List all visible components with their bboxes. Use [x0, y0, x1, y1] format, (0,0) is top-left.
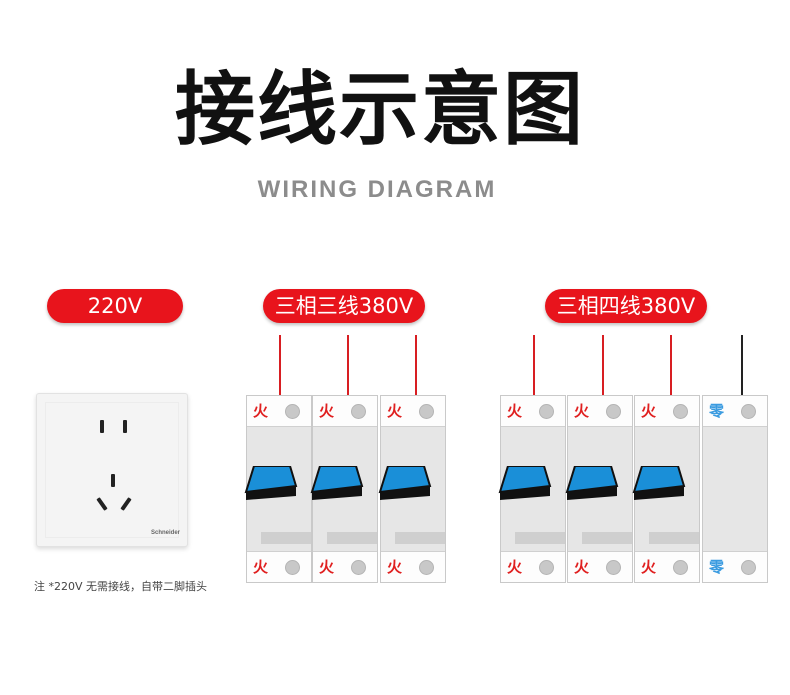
breaker-toggle[interactable] — [498, 466, 552, 500]
label-three-phase-three-wire: 三相三线380V — [263, 289, 425, 323]
terminal-label: 火 — [574, 402, 590, 420]
terminal-label: 火 — [574, 558, 590, 576]
page-subtitle: WIRING DIAGRAM — [257, 176, 497, 203]
terminal-label: 火 — [253, 402, 269, 420]
wire-live-6 — [670, 335, 672, 408]
wire-live-2 — [347, 335, 349, 408]
terminal-label: 火 — [387, 558, 403, 576]
breaker-toggle[interactable] — [632, 466, 686, 500]
breaker-toggle[interactable] — [565, 466, 619, 500]
wire-live-4 — [533, 335, 535, 408]
breaker-toggle[interactable] — [244, 466, 298, 500]
terminal-label: 火 — [641, 558, 657, 576]
socket-slot-two-pin-left — [100, 420, 104, 433]
terminal-label: 火 — [253, 558, 269, 576]
socket-slot-two-pin-right — [123, 420, 127, 433]
terminal-screw — [606, 404, 621, 419]
toggle-base — [582, 532, 632, 544]
wire-live-3 — [415, 335, 417, 408]
terminal-screw — [539, 404, 554, 419]
terminal-screw — [419, 560, 434, 575]
wire-neutral — [741, 335, 743, 408]
toggle-base — [395, 532, 445, 544]
breaker-3p4w-3: 火 火 — [632, 395, 700, 583]
terminal-label: 火 — [507, 402, 523, 420]
label-three-phase-four-wire: 三相四线380V — [545, 289, 707, 323]
socket-slot-earth — [111, 474, 115, 487]
terminal-screw — [539, 560, 554, 575]
wire-live-1 — [279, 335, 281, 408]
breaker-toggle[interactable] — [310, 466, 364, 500]
terminal-label: 火 — [507, 558, 523, 576]
terminal-screw — [419, 404, 434, 419]
terminal-label: 火 — [641, 402, 657, 420]
breaker-3p3w-3: 火 火 — [378, 395, 446, 583]
terminal-label: 火 — [319, 402, 335, 420]
terminal-screw — [741, 560, 756, 575]
terminal-screw — [673, 404, 688, 419]
terminal-label: 火 — [319, 558, 335, 576]
terminal-label: 火 — [387, 402, 403, 420]
terminal-label: 零 — [709, 402, 725, 420]
breaker-3p4w-2: 火 火 — [565, 395, 633, 583]
wire-live-5 — [602, 335, 604, 408]
breaker-toggle[interactable] — [378, 466, 432, 500]
breaker-3p4w-neutral: 零 零 — [702, 395, 768, 583]
terminal-screw — [351, 560, 366, 575]
socket-brand-logo: Schneider — [151, 530, 181, 536]
toggle-base — [649, 532, 699, 544]
terminal-screw — [285, 560, 300, 575]
breaker-3p4w-1: 火 火 — [498, 395, 566, 583]
terminal-label: 零 — [709, 558, 725, 576]
breaker-3p3w-2: 火 火 — [310, 395, 378, 583]
toggle-base — [515, 532, 565, 544]
page-title: 接线示意图 — [175, 63, 585, 156]
terminal-screw — [285, 404, 300, 419]
terminal-screw — [673, 560, 688, 575]
terminal-screw — [741, 404, 756, 419]
socket-inner-frame — [45, 402, 179, 538]
wall-socket: Schneider — [36, 393, 188, 547]
toggle-base — [327, 532, 377, 544]
footnote: 注 *220V 无需接线，自带二脚插头 — [34, 580, 208, 593]
toggle-base — [261, 532, 311, 544]
breaker-3p3w-1: 火 火 — [244, 395, 312, 583]
terminal-screw — [351, 404, 366, 419]
terminal-screw — [606, 560, 621, 575]
label-220v: 220V — [47, 289, 183, 323]
